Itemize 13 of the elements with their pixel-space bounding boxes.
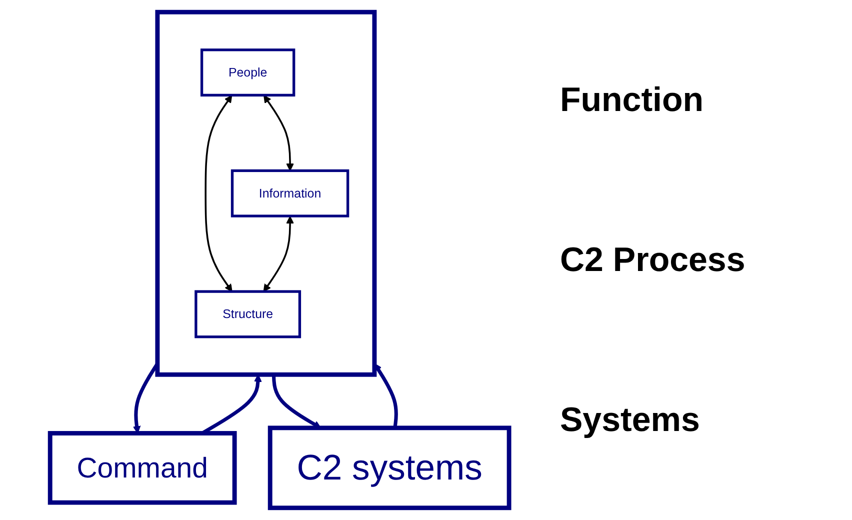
arrow	[264, 216, 294, 292]
node-box: Information	[231, 169, 350, 218]
arrow	[374, 363, 398, 428]
layer-label: Systems	[560, 400, 701, 440]
node-box: Structure	[195, 290, 302, 338]
layer-label: C2 Process	[560, 240, 746, 280]
node-box: Command	[48, 431, 238, 505]
node-box: C2 systems	[268, 426, 512, 510]
arrow	[205, 95, 233, 292]
node-box: People	[200, 48, 296, 97]
layer-label: Function	[560, 80, 705, 120]
cluster	[156, 10, 378, 377]
arrow	[264, 95, 294, 172]
